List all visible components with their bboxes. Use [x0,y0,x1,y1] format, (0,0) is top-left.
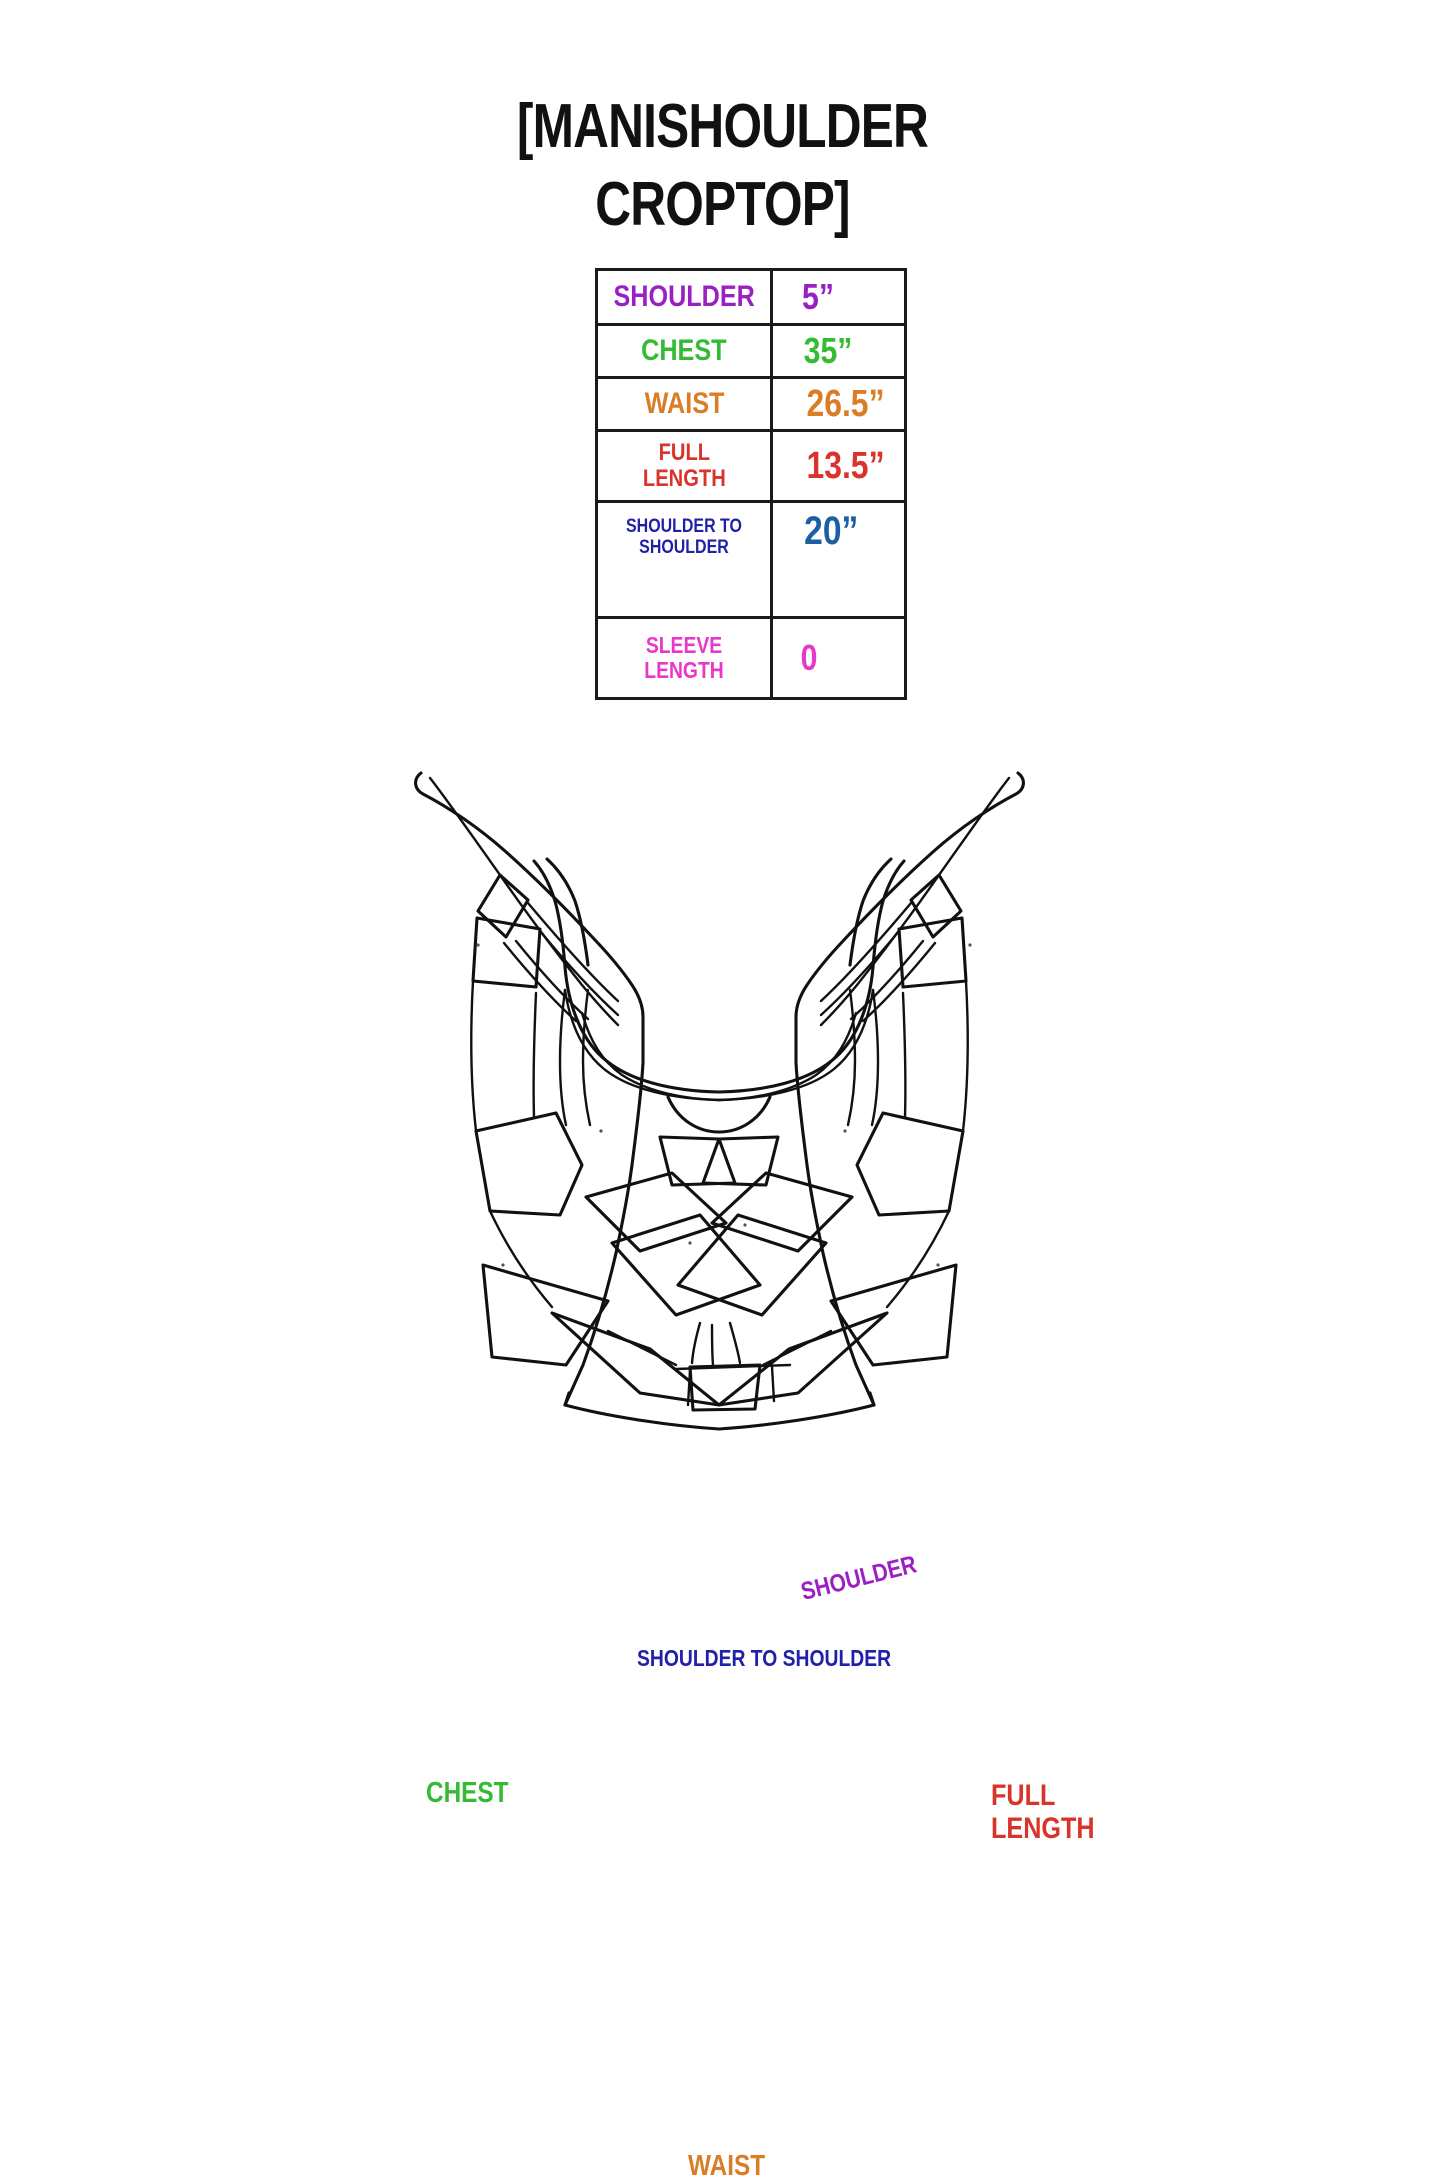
measurement-label-waist: WAIST [688,2118,780,2183]
table-cell-label: SHOULDER [598,271,773,323]
table-row: FULL LENGTH 13.5” [595,429,907,500]
table-row: SHOULDER 5” [595,268,907,323]
body-panel-seams [474,1111,965,1367]
measurement-label-chest-text: CHEST [426,1777,509,1810]
center-lattice-detail [550,1135,889,1407]
measurement-label-shoulder: SHOULDER [791,1518,941,1606]
wing-panel-seams [470,873,969,1133]
garment-outline [414,771,1025,1431]
sketch-speckles [476,943,972,1267]
measurement-label-shoulder-text: SHOULDER [798,1550,920,1606]
measurement-label-shoulder-to-shoulder-text: SHOULDER TO SHOULDER [637,1644,892,1671]
table-row: WAIST 26.5” [595,376,907,429]
row-value-shoulder: 5” [802,276,834,317]
row-label-chest: CHEST [641,333,727,367]
row-value-full-length: 13.5” [806,444,885,487]
table-row: SLEEVE LENGTH 0 [595,616,907,700]
table-cell-value: 35” [773,326,904,376]
row-label-sleeve-length: SLEEVE LENGTH [644,632,724,683]
garment-diagram: .gl { fill:none; stroke:#111111; stroke-… [0,745,1445,2182]
neckline [563,965,875,1134]
table-cell-value: 26.5” [773,379,904,429]
shoulder-straps [532,857,906,1127]
title-line-2: CROPTOP] [595,170,850,239]
table-cell-label: SHOULDER TO SHOULDER [598,503,773,616]
table-cell-label: CHEST [598,326,773,376]
table-row: SHOULDER TO SHOULDER 20” [595,500,907,616]
measurement-label-waist-text: WAIST [688,2150,766,2183]
measurement-label-chest: CHEST [426,1745,524,1810]
table-cell-value: 13.5” [773,432,904,500]
row-label-shoulder-to-shoulder: SHOULDER TO SHOULDER [626,516,742,558]
measurement-label-full-length-text: FULL LENGTH [991,1778,1095,1846]
row-label-waist: WAIST [644,386,724,420]
row-value-shoulder-to-shoulder: 20” [804,509,859,553]
title-line-1: [MANISHOULDER [516,92,929,161]
row-value-sleeve-length: 0 [800,637,818,678]
center-hem-tab [674,1363,792,1412]
table-row: CHEST 35” [595,323,907,376]
table-cell-value: 20” [773,503,904,616]
table-cell-value: 5” [773,271,904,323]
table-cell-label: SLEEVE LENGTH [598,619,773,697]
garment-sketch-svg: .gl { fill:none; stroke:#111111; stroke-… [414,771,1025,1431]
table-cell-label: WAIST [598,379,773,429]
table-cell-value: 0 [773,619,904,697]
row-value-chest: 35” [803,330,853,371]
measurement-label-full-length: FULL LENGTH [991,1745,1114,1846]
measurement-label-shoulder-to-shoulder: SHOULDER TO SHOULDER [637,1620,939,1672]
table-cell-label: FULL LENGTH [598,432,773,500]
row-value-waist: 26.5” [806,382,885,425]
row-label-full-length: FULL LENGTH [642,439,726,492]
row-label-shoulder: SHOULDER [613,279,755,313]
page-title: [MANISHOULDER CROPTOP] [0,88,1445,244]
size-chart-table: SHOULDER 5” CHEST 35” WAIST 26.5” FULL L… [595,268,907,706]
